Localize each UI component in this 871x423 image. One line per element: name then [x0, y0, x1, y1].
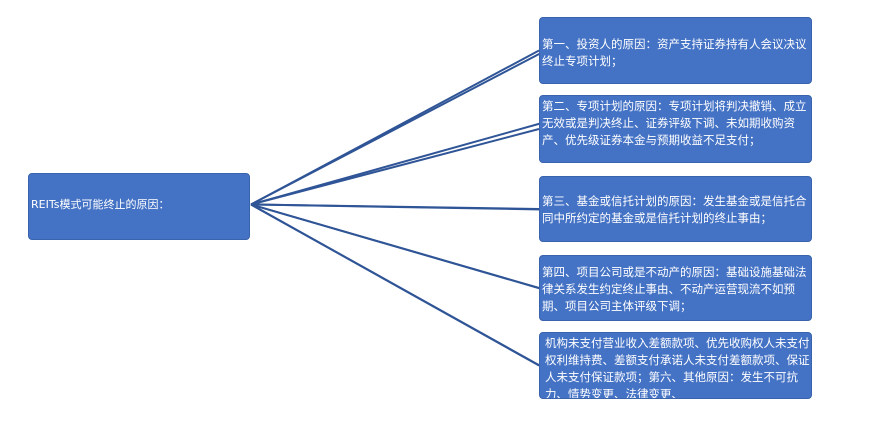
- branch-node-label: 第一、投资人的原因：资产支持证券持有人会议决议终止专项计划；: [542, 37, 807, 68]
- branch-node-5: 机构未支付营业收入差额款项、优先收购权人未支付权利维持费、差额支付承诺人未支付差…: [539, 332, 812, 399]
- branch-node-3: 第三、基金或信托计划的原因：发生基金或是信托合同中所约定的基金或是信托计划的终止…: [539, 176, 812, 242]
- connector-line-10: [250, 203, 546, 370]
- connector-line-4: [250, 122, 543, 206]
- branch-node-4: 第四、项目公司或是不动产的原因：基础设施基础法律关系发生约定终止事由、不动产运营…: [539, 255, 812, 321]
- branch-node-label: 第四、项目公司或是不动产的原因：基础设施基础法律关系发生约定终止事由、不动产运营…: [542, 265, 807, 313]
- root-node-label: REITs模式可能终止的原因：: [31, 198, 170, 211]
- branch-node-2: 第二、专项计划的原因：专项计划将判决撤销、成立无效或是判决终止、证券评级下调、未…: [539, 95, 812, 163]
- branch-node-label: 机构未支付营业收入差额款项、优先收购权人未支付权利维持费、差额支付承诺人未支付差…: [545, 336, 810, 399]
- root-node: REITs模式可能终止的原因：: [28, 173, 250, 240]
- connector-line-8: [250, 203, 543, 290]
- connector-line-2: [250, 51, 543, 206]
- branch-node-1: 第一、投资人的原因：资产支持证券持有人会议决议终止专项计划；: [539, 17, 812, 84]
- branch-node-label: 第二、专项计划的原因：专项计划将判决撤销、成立无效或是判决终止、证券评级下调、未…: [542, 99, 807, 147]
- branch-node-label: 第三、基金或信托计划的原因：发生基金或是信托合同中所约定的基金或是信托计划的终止…: [542, 194, 807, 225]
- connector-line-6: [250, 203, 543, 211]
